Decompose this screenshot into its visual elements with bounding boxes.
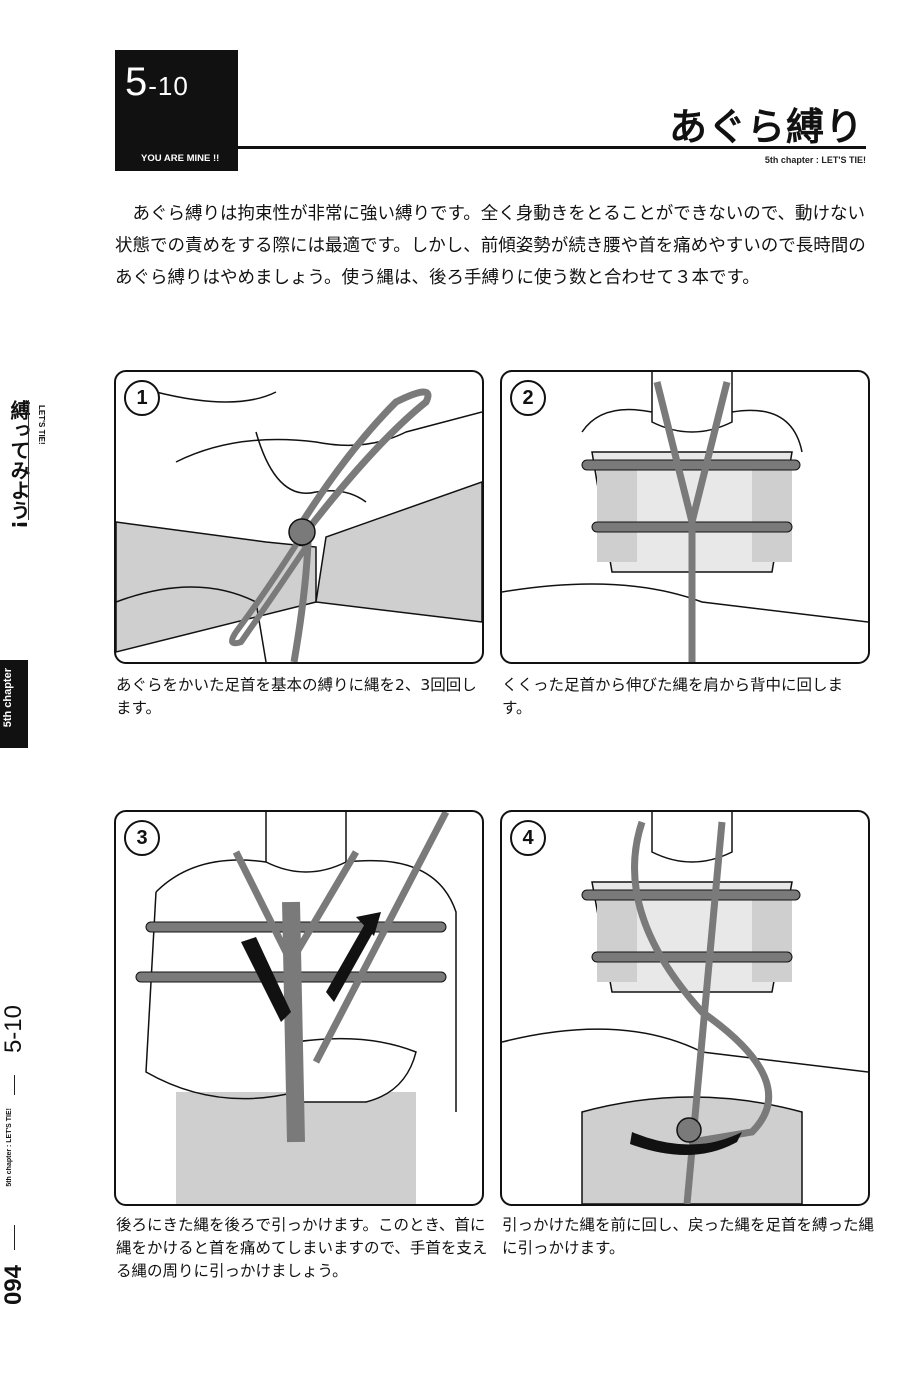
- step-4-caption: 引っかけた縄を前に回し、戻った縄を足首を縛った縄に引っかけます。: [502, 1216, 875, 1257]
- chapter-tab-label: 5th chapter: [2, 668, 14, 728]
- page-number-rule: [14, 1225, 15, 1250]
- step-1-caption: あぐらをかいた足首を基本の縛りに縄を2、3回回します。: [116, 676, 477, 717]
- intro-paragraph: あぐら縛りは拘束性が非常に強い縛りです。全く身動きをとることができないので、動け…: [115, 204, 866, 288]
- step-2-illustration: [502, 372, 868, 662]
- step-2-badge: 2: [510, 380, 546, 416]
- chapter-tab: [0, 660, 28, 748]
- title-underline: [238, 146, 866, 149]
- chapter-title-en-vertical: LET'S TIE!: [37, 405, 46, 445]
- step-1-illustration: [116, 388, 482, 662]
- side-section-rule: [14, 1075, 15, 1095]
- chapter-title-vertical: 縛ってみよう!: [7, 400, 31, 530]
- step-4-panel: 4: [500, 810, 870, 1206]
- section-tagline: YOU ARE MINE !!: [141, 153, 220, 164]
- chapter-title-rule: [28, 400, 29, 520]
- step-3-badge: 3: [124, 820, 160, 856]
- section-number: 5-10: [125, 60, 189, 104]
- section-number-box: 5-10 YOU ARE MINE !!: [115, 50, 238, 171]
- step-4-badge: 4: [510, 820, 546, 856]
- page-title: あぐら縛り: [668, 105, 864, 149]
- step-1-badge: 1: [124, 380, 160, 416]
- step-4-illustration: [502, 812, 868, 1204]
- step-2-panel: 2: [500, 370, 870, 664]
- step-2-caption: くくった足首から伸びた縄を肩から背中に回します。: [502, 676, 844, 717]
- side-section-chapter: 5th chapter : LET'S TIE!: [6, 1108, 13, 1187]
- step-3-caption: 後ろにきた縄を後ろで引っかけます。このとき、首に縄をかけると首を痛めてしまいます…: [116, 1216, 488, 1280]
- step-3-panel: 3: [114, 810, 484, 1206]
- step-3-illustration: [135, 812, 457, 1204]
- chapter-tag: 5th chapter : LET'S TIE!: [764, 155, 866, 165]
- page-number: 094: [0, 1265, 27, 1306]
- step-1-panel: 1: [114, 370, 484, 664]
- side-section-number: 5-10: [0, 1005, 27, 1054]
